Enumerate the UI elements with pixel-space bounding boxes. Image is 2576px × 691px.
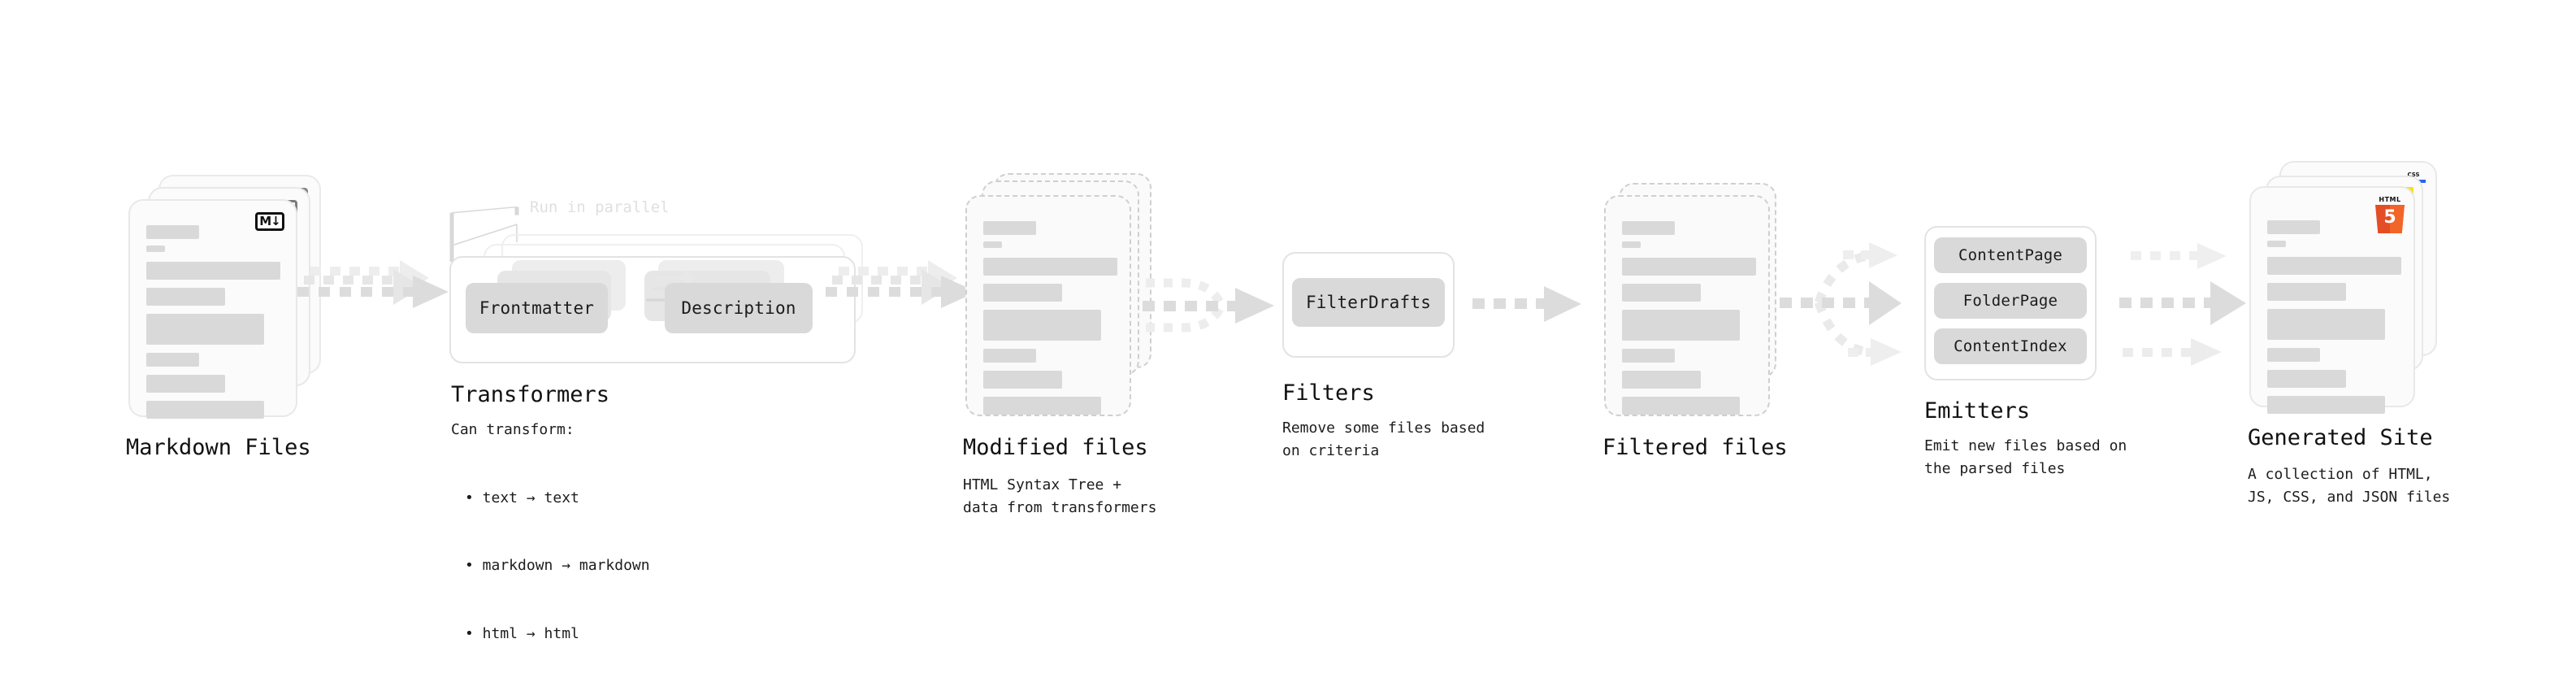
filters-subtitle: Remove some files based on criteria <box>1282 419 1485 459</box>
stage-title-modified-files: Modified files <box>963 435 1148 460</box>
stage-title-emitters: Emitters <box>1924 398 2031 424</box>
list-item: • html → html <box>465 625 579 643</box>
connector-md-to-transformers <box>297 260 449 308</box>
list-item: • markdown → markdown <box>465 557 650 575</box>
modified-files-subtitle: HTML Syntax Tree + data from transformer… <box>963 476 1157 516</box>
transformer-chip-description[interactable]: Description <box>665 283 813 333</box>
emitter-chip-contentpage[interactable]: ContentPage <box>1934 237 2087 273</box>
markdown-card-front: M↓ <box>128 199 297 419</box>
connector-transformers-to-modified <box>826 260 977 308</box>
transformer-chip-frontmatter[interactable]: Frontmatter <box>466 283 608 333</box>
connector-filters-to-filtered <box>1472 286 1581 322</box>
placeholder-lines <box>983 221 1120 421</box>
generated-site-subtitle: A collection of HTML, JS, CSS, and JSON … <box>2248 466 2451 506</box>
transformers-subtitle-intro: Can transform: <box>451 421 575 438</box>
placeholder-lines <box>1622 221 1759 421</box>
stage-title-filtered-files: Filtered files <box>1602 435 1788 460</box>
filter-chip-filterdrafts[interactable]: FilterDrafts <box>1292 278 1445 327</box>
parallel-note: Run in parallel <box>530 198 670 216</box>
stage-title-filters: Filters <box>1282 380 1375 406</box>
emitter-chip-contentindex[interactable]: ContentIndex <box>1934 328 2087 364</box>
emitters-subtitle: Emit new files based on the parsed files <box>1924 437 2127 477</box>
connector-emitters-to-site <box>2119 243 2246 366</box>
stage-title-markdown-files: Markdown Files <box>126 435 311 460</box>
connector-filtered-to-emitters <box>1780 242 1902 366</box>
stage-title-generated-site: Generated Site <box>2248 425 2433 450</box>
placeholder-lines <box>146 225 283 425</box>
html5-icon: HTML 5 <box>2374 196 2405 233</box>
list-item: • text → text <box>465 489 579 506</box>
markdown-icon: M↓ <box>255 212 284 231</box>
transformers-bullet-list: • text → text • markdown → markdown • ht… <box>465 441 650 691</box>
placeholder-lines <box>2267 220 2404 420</box>
stage-title-transformers: Transformers <box>451 382 610 407</box>
connector-modified-to-filters <box>1143 278 1274 332</box>
emitter-chip-folderpage[interactable]: FolderPage <box>1934 283 2087 319</box>
site-card-front-html: HTML 5 <box>2249 186 2415 414</box>
parallel-bracket <box>449 206 519 263</box>
modified-card-front <box>965 195 1131 416</box>
filtered-card-front <box>1604 195 1770 416</box>
